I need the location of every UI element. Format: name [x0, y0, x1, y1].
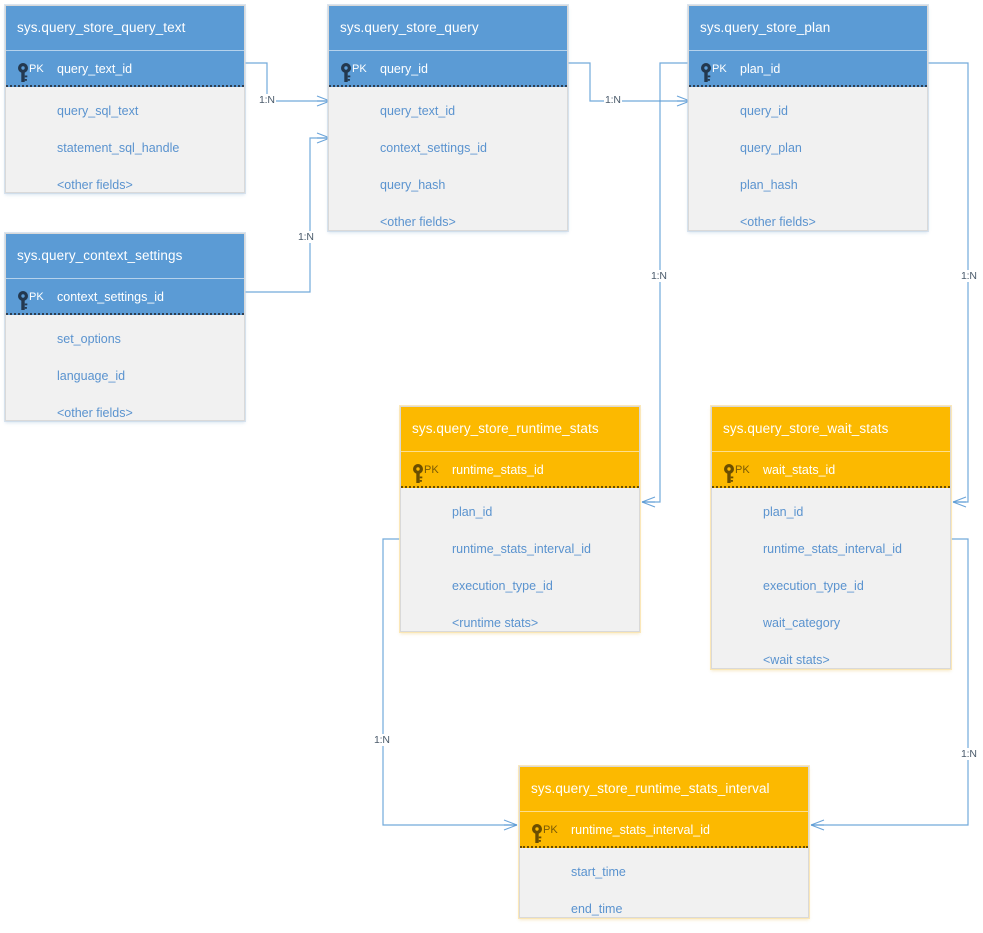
pk-tag: PK: [543, 824, 558, 836]
primary-key-field: query_text_id: [57, 62, 133, 76]
cardinality-label: 1:N: [650, 270, 668, 282]
field-row[interactable]: execution_type_id: [763, 579, 864, 593]
cardinality-label: 1:N: [258, 94, 276, 106]
pk-tag: PK: [712, 63, 727, 75]
pk-tag: PK: [29, 291, 44, 303]
crows-foot-icon: [810, 819, 825, 831]
primary-key-field: context_settings_id: [57, 290, 165, 304]
field-row[interactable]: <other fields>: [57, 406, 133, 420]
field-row[interactable]: language_id: [57, 369, 126, 383]
cardinality-label: 1:N: [960, 748, 978, 760]
field-row[interactable]: plan_id: [763, 505, 804, 519]
field-row[interactable]: query_plan: [740, 141, 802, 155]
field-row[interactable]: <other fields>: [380, 215, 456, 229]
primary-key-row[interactable]: PK query_text_id: [6, 50, 244, 87]
relationship-rel-plan-runtime-stats: [641, 62, 688, 508]
pk-tag: PK: [352, 63, 367, 75]
crows-foot-icon: [503, 819, 518, 831]
primary-key-row[interactable]: PK wait_stats_id: [712, 451, 950, 488]
key-icon: [700, 60, 712, 82]
field-list: plan_id runtime_stats_interval_id executio…: [712, 488, 950, 688]
entity-title: sys.query_store_wait_stats: [712, 407, 950, 451]
field-row[interactable]: execution_type_id: [452, 579, 553, 593]
entity-title: sys.query_store_plan: [689, 6, 927, 50]
field-row[interactable]: runtime_stats_interval_id: [452, 542, 591, 556]
entity-title: sys.query_context_settings: [6, 234, 244, 278]
crows-foot-icon: [641, 496, 656, 508]
field-row[interactable]: <other fields>: [740, 215, 816, 229]
primary-key-row[interactable]: PK context_settings_id: [6, 278, 244, 315]
field-row[interactable]: query_sql_text: [57, 104, 139, 118]
field-row[interactable]: statement_sql_handle: [57, 141, 180, 155]
field-row[interactable]: query_id: [740, 104, 788, 118]
field-row[interactable]: context_settings_id: [380, 141, 488, 155]
field-row[interactable]: query_hash: [380, 178, 446, 192]
relationship-rel-context-settings: [245, 132, 331, 293]
cardinality-label: 1:N: [297, 231, 315, 243]
primary-key-row[interactable]: PK plan_id: [689, 50, 927, 87]
field-list: query_text_id context_settings_id query_ha…: [329, 87, 567, 250]
pk-tag: PK: [424, 464, 439, 476]
field-row[interactable]: wait_category: [763, 616, 841, 630]
primary-key-row[interactable]: PK runtime_stats_interval_id: [520, 811, 808, 848]
entity-title: sys.query_store_query_text: [6, 6, 244, 50]
primary-key-field: runtime_stats_id: [452, 463, 544, 477]
field-row[interactable]: start_time: [571, 865, 626, 879]
field-row[interactable]: query_text_id: [380, 104, 456, 118]
field-row[interactable]: end_time: [571, 902, 623, 916]
relationship-rel-query-plan: [568, 62, 691, 107]
entity-title: sys.query_store_runtime_stats_interval: [520, 767, 808, 811]
primary-key-field: wait_stats_id: [763, 463, 836, 477]
entity-title: sys.query_store_runtime_stats: [401, 407, 639, 451]
cardinality-label: 1:N: [960, 270, 978, 282]
field-row[interactable]: <other fields>: [57, 178, 133, 192]
key-icon: [412, 461, 424, 483]
primary-key-field: runtime_stats_interval_id: [571, 823, 710, 837]
cardinality-label: 1:N: [373, 734, 391, 746]
primary-key-field: plan_id: [740, 62, 781, 76]
key-icon: [340, 60, 352, 82]
primary-key-field: query_id: [380, 62, 428, 76]
field-row[interactable]: <wait stats>: [763, 653, 830, 667]
field-row[interactable]: runtime_stats_interval_id: [763, 542, 902, 556]
field-list: start_time end_time: [520, 848, 808, 933]
field-row[interactable]: <runtime stats>: [452, 616, 539, 630]
key-icon: [531, 821, 543, 843]
field-row[interactable]: set_options: [57, 332, 121, 346]
crows-foot-icon: [952, 496, 967, 508]
primary-key-row[interactable]: PK query_id: [329, 50, 567, 87]
field-list: query_id query_plan plan_hash <other fields…: [689, 87, 927, 250]
field-row[interactable]: plan_id: [452, 505, 493, 519]
key-icon: [17, 60, 29, 82]
primary-key-row[interactable]: PK runtime_stats_id: [401, 451, 639, 488]
entity-title: sys.query_store_query: [329, 6, 567, 50]
field-row[interactable]: plan_hash: [740, 178, 798, 192]
field-list: set_options language_id <other fields>: [6, 315, 244, 441]
key-icon: [723, 461, 735, 483]
pk-tag: PK: [735, 464, 750, 476]
key-icon: [17, 288, 29, 310]
field-list: plan_id runtime_stats_interval_id executio…: [401, 488, 639, 651]
field-list: query_sql_text statement_sql_handle <other…: [6, 87, 244, 213]
pk-tag: PK: [29, 63, 44, 75]
cardinality-label: 1:N: [604, 94, 622, 106]
